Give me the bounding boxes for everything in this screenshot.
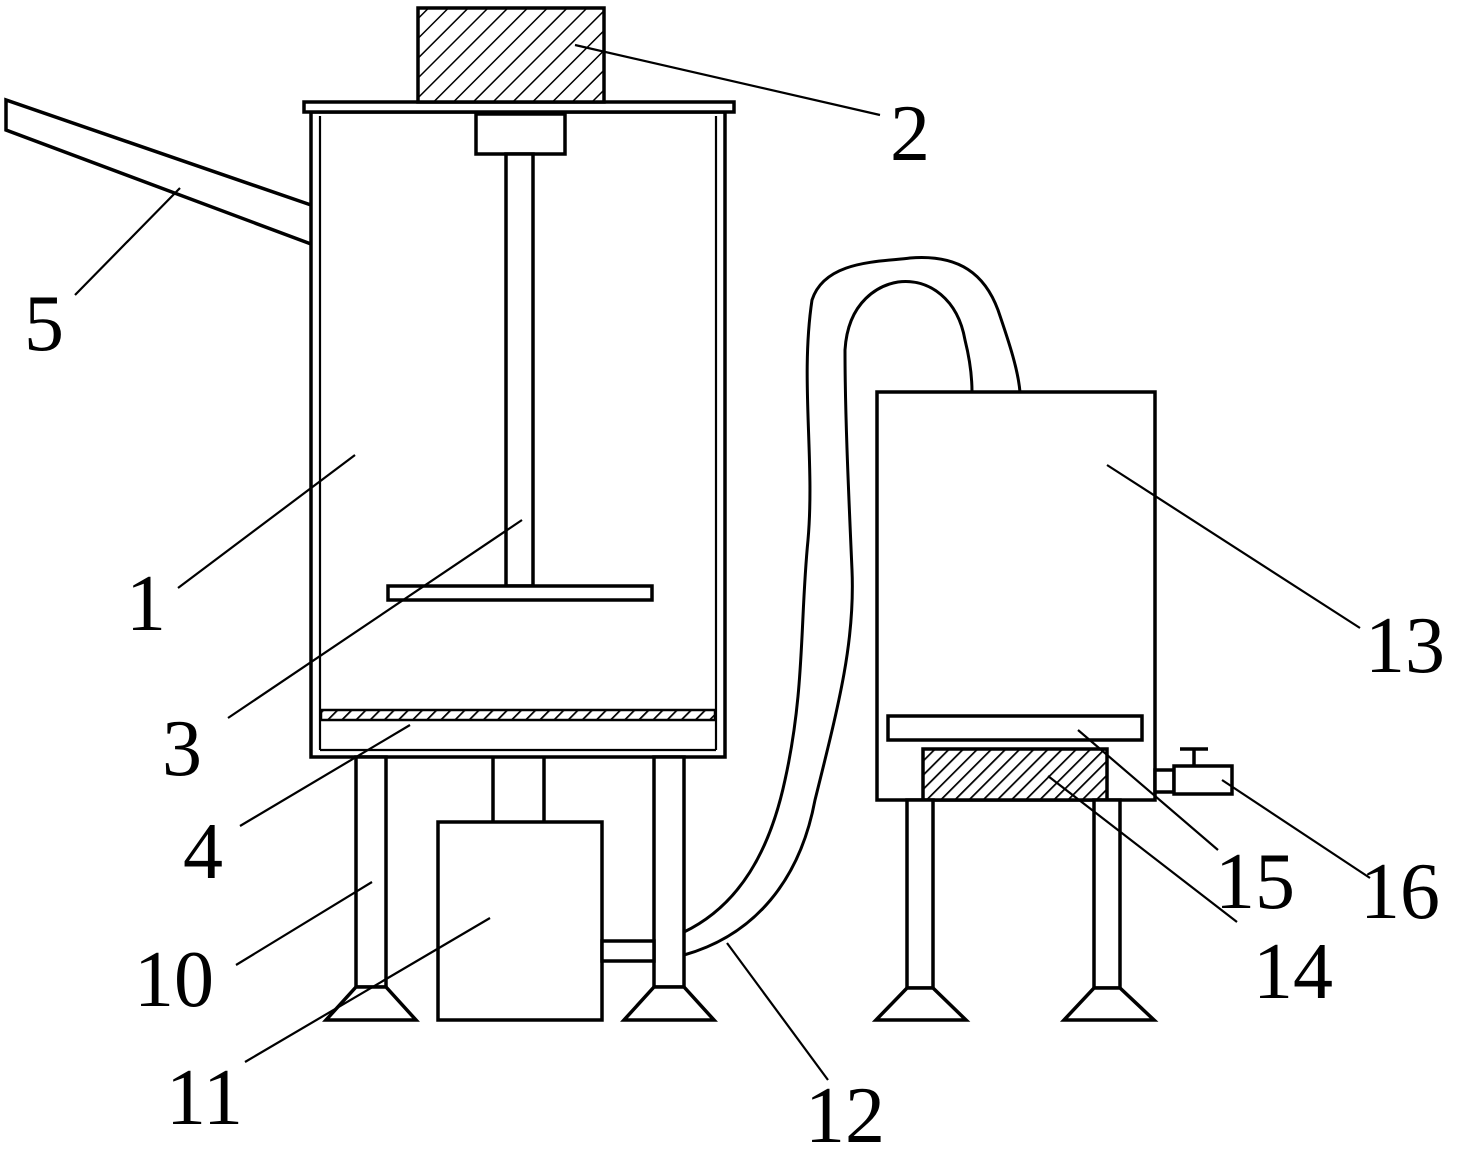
label-11: 11 xyxy=(166,1054,243,1142)
leader-10 xyxy=(235,881,373,966)
support-leg-right-tank-1 xyxy=(871,798,971,1022)
label-1: 1 xyxy=(126,560,166,648)
motor xyxy=(416,6,606,104)
leader-1 xyxy=(177,454,356,589)
label-12: 12 xyxy=(805,1072,885,1154)
label-13: 13 xyxy=(1365,602,1445,690)
label-3: 3 xyxy=(162,705,202,793)
leader-13 xyxy=(1106,464,1361,629)
label-4: 4 xyxy=(183,808,223,896)
feed-pipe xyxy=(4,97,312,246)
leader-15 xyxy=(1077,729,1219,851)
support-leg-right-tank-2 xyxy=(1059,798,1159,1022)
leader-5 xyxy=(74,187,181,296)
outlet-pipe xyxy=(491,757,546,822)
label-5: 5 xyxy=(24,280,64,368)
stirrer xyxy=(386,112,654,602)
support-leg-right xyxy=(620,755,718,1022)
label-10: 10 xyxy=(134,936,214,1024)
label-16: 16 xyxy=(1360,848,1440,936)
leader-4 xyxy=(239,724,411,827)
support-leg-left xyxy=(322,755,420,1022)
support-plate xyxy=(886,714,1144,742)
drain-valve xyxy=(1153,747,1234,796)
label-14: 14 xyxy=(1253,928,1333,1016)
leader-lines xyxy=(74,43,1371,1081)
leader-3 xyxy=(227,519,523,719)
reference-numerals: 2 5 1 3 4 10 11 12 13 15 14 16 xyxy=(24,90,1445,1154)
pump-outlet xyxy=(600,939,656,963)
leader-14 xyxy=(1047,775,1238,923)
label-15: 15 xyxy=(1215,838,1295,926)
leader-2 xyxy=(574,43,881,117)
filter-plate xyxy=(319,708,717,722)
label-2: 2 xyxy=(890,90,930,178)
leader-16 xyxy=(1221,779,1371,879)
heater-block xyxy=(921,747,1109,802)
hose xyxy=(682,256,1022,957)
leader-11 xyxy=(244,917,491,1063)
pump xyxy=(436,820,604,1022)
leader-12 xyxy=(726,942,829,1081)
